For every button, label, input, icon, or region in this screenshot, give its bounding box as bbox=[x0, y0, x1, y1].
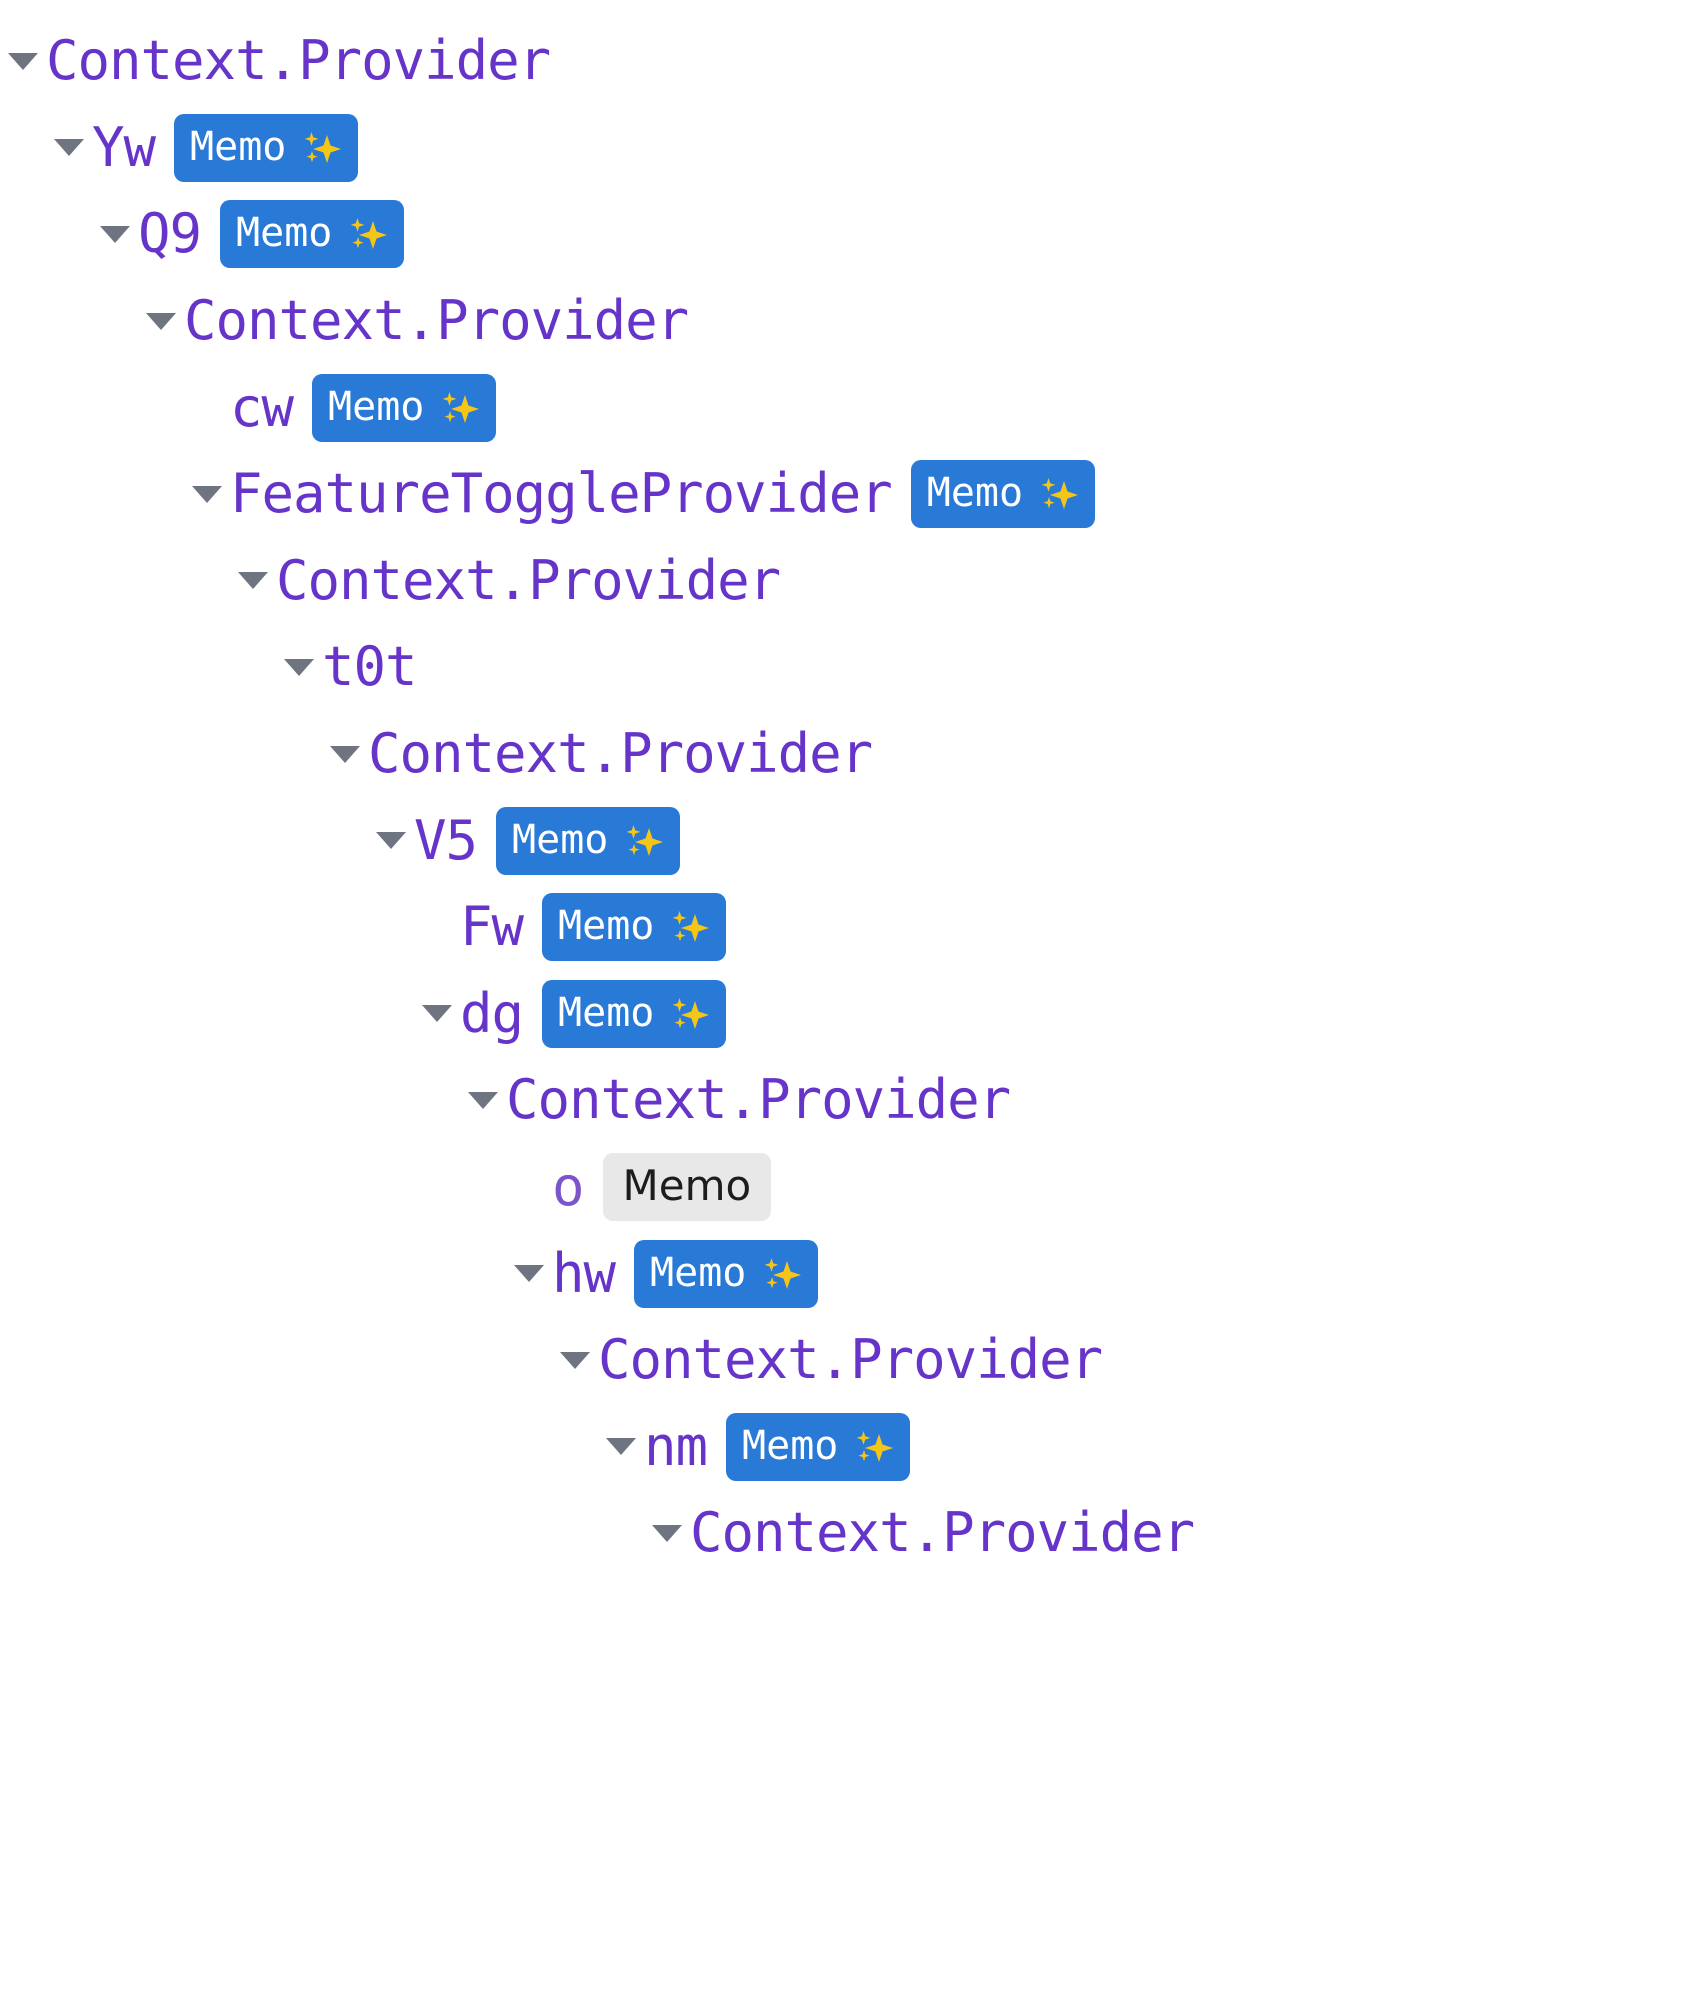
tree-row[interactable]: Context.Provider bbox=[0, 711, 1700, 798]
tree-row[interactable]: Context.Provider bbox=[0, 278, 1700, 365]
chevron-down-icon[interactable] bbox=[644, 1490, 690, 1577]
memo-badge: Memo bbox=[910, 460, 1096, 529]
tree-row[interactable]: dg Memo bbox=[0, 971, 1700, 1058]
memo-badge: Memo bbox=[602, 1153, 772, 1222]
component-name-label: Context.Provider bbox=[368, 722, 873, 786]
tree-row[interactable]: Context.Provider bbox=[0, 1490, 1700, 1577]
chevron-down-glyph bbox=[422, 1005, 452, 1023]
sparkles-icon bbox=[852, 1426, 894, 1468]
chevron-down-glyph bbox=[468, 1091, 498, 1109]
chevron-down-icon[interactable] bbox=[506, 1230, 552, 1317]
chevron-down-glyph bbox=[560, 1351, 590, 1369]
component-name-label: Context.Provider bbox=[598, 1328, 1103, 1392]
component-name-label: Context.Provider bbox=[276, 548, 781, 612]
chevron-down-glyph bbox=[192, 485, 222, 503]
component-name-label: cw bbox=[230, 375, 294, 439]
memo-badge: Memo bbox=[726, 1412, 911, 1481]
chevron-down-icon[interactable] bbox=[138, 278, 184, 365]
memo-badge-label: Memo bbox=[650, 1249, 747, 1296]
tree-row[interactable]: V5 Memo bbox=[0, 797, 1700, 884]
tree-row[interactable]: hw Memo bbox=[0, 1230, 1700, 1317]
memo-badge-label: Memo bbox=[558, 989, 655, 1036]
tree-row[interactable]: cw Memo bbox=[0, 364, 1700, 451]
memo-badge: Memo bbox=[542, 893, 727, 962]
chevron-down-glyph bbox=[330, 745, 360, 763]
chevron-down-icon[interactable] bbox=[414, 971, 460, 1058]
sparkles-icon bbox=[300, 127, 342, 169]
tree-row[interactable]: Context.Provider bbox=[0, 18, 1700, 105]
component-name-label: Fw bbox=[460, 895, 524, 959]
tree-row[interactable]: Context.Provider bbox=[0, 538, 1700, 625]
chevron-down-icon[interactable] bbox=[368, 797, 414, 884]
chevron-down-icon[interactable] bbox=[184, 451, 230, 538]
component-name-label: nm bbox=[644, 1414, 708, 1478]
tree-row[interactable]: nm Memo bbox=[0, 1404, 1700, 1491]
tree-row[interactable]: Q9 Memo bbox=[0, 191, 1700, 278]
chevron-down-icon[interactable] bbox=[460, 1057, 506, 1144]
chevron-down-icon[interactable] bbox=[0, 18, 46, 105]
tree-row[interactable]: Context.Provider bbox=[0, 1057, 1700, 1144]
memo-badge-label: Memo bbox=[236, 210, 333, 257]
component-name-label: Context.Provider bbox=[690, 1501, 1195, 1565]
memo-badge-label: Memo bbox=[190, 123, 287, 170]
chevron-down-glyph bbox=[376, 832, 406, 850]
chevron-down-glyph bbox=[238, 572, 268, 590]
memo-badge-label: Memo bbox=[512, 816, 609, 863]
component-name-label: Context.Provider bbox=[46, 29, 551, 93]
chevron-down-glyph bbox=[514, 1265, 544, 1283]
tree-row[interactable]: t0t bbox=[0, 624, 1700, 711]
tree-row[interactable]: Yw Memo bbox=[0, 105, 1700, 192]
chevron-down-icon[interactable] bbox=[92, 191, 138, 278]
tree-row[interactable]: FeatureToggleProvider Memo bbox=[0, 451, 1700, 538]
component-name-label: Yw bbox=[92, 115, 156, 179]
chevron-down-glyph bbox=[100, 225, 130, 243]
sparkles-icon bbox=[760, 1253, 802, 1295]
sparkles-icon bbox=[346, 213, 388, 255]
memo-badge: Memo bbox=[174, 113, 359, 182]
component-name-label: t0t bbox=[322, 635, 418, 699]
sparkles-icon bbox=[438, 387, 480, 429]
chevron-down-glyph bbox=[146, 312, 176, 330]
memo-badge: Memo bbox=[496, 806, 681, 875]
tree-row[interactable]: Context.Provider bbox=[0, 1317, 1700, 1404]
chevron-down-glyph bbox=[606, 1438, 636, 1456]
component-name-label: FeatureToggleProvider bbox=[230, 462, 893, 526]
memo-badge: Memo bbox=[542, 979, 727, 1048]
sparkles-icon bbox=[622, 820, 664, 862]
component-name-label: Q9 bbox=[138, 202, 202, 266]
chevron-down-icon[interactable] bbox=[552, 1317, 598, 1404]
memo-badge: Memo bbox=[312, 373, 497, 442]
memo-badge-label: Memo bbox=[558, 903, 655, 950]
memo-badge-label: Memo bbox=[926, 470, 1024, 517]
chevron-down-icon[interactable] bbox=[276, 624, 322, 711]
chevron-down-glyph bbox=[54, 139, 84, 157]
sparkles-icon bbox=[668, 993, 710, 1035]
component-name-label: hw bbox=[552, 1241, 616, 1305]
component-name-label: o bbox=[552, 1155, 585, 1219]
memo-badge: Memo bbox=[634, 1239, 819, 1308]
tree-row[interactable]: Fw Memo bbox=[0, 884, 1700, 971]
component-name-label: Context.Provider bbox=[506, 1068, 1011, 1132]
chevron-down-icon[interactable] bbox=[322, 711, 368, 798]
tree-row[interactable]: o Memo bbox=[0, 1144, 1700, 1231]
component-name-label: V5 bbox=[414, 808, 478, 872]
sparkles-icon bbox=[1037, 473, 1079, 515]
component-name-label: Context.Provider bbox=[184, 289, 689, 353]
chevron-down-glyph bbox=[652, 1524, 682, 1542]
chevron-down-glyph bbox=[8, 52, 38, 70]
chevron-down-glyph bbox=[284, 658, 314, 676]
memo-badge-label: Memo bbox=[328, 383, 425, 430]
chevron-down-icon[interactable] bbox=[46, 105, 92, 192]
component-name-label: dg bbox=[460, 981, 524, 1045]
chevron-down-icon[interactable] bbox=[230, 538, 276, 625]
memo-badge: Memo bbox=[220, 200, 405, 269]
memo-badge-label: Memo bbox=[622, 1161, 752, 1211]
chevron-down-icon[interactable] bbox=[598, 1404, 644, 1491]
memo-badge-label: Memo bbox=[742, 1422, 839, 1469]
sparkles-icon bbox=[668, 906, 710, 948]
